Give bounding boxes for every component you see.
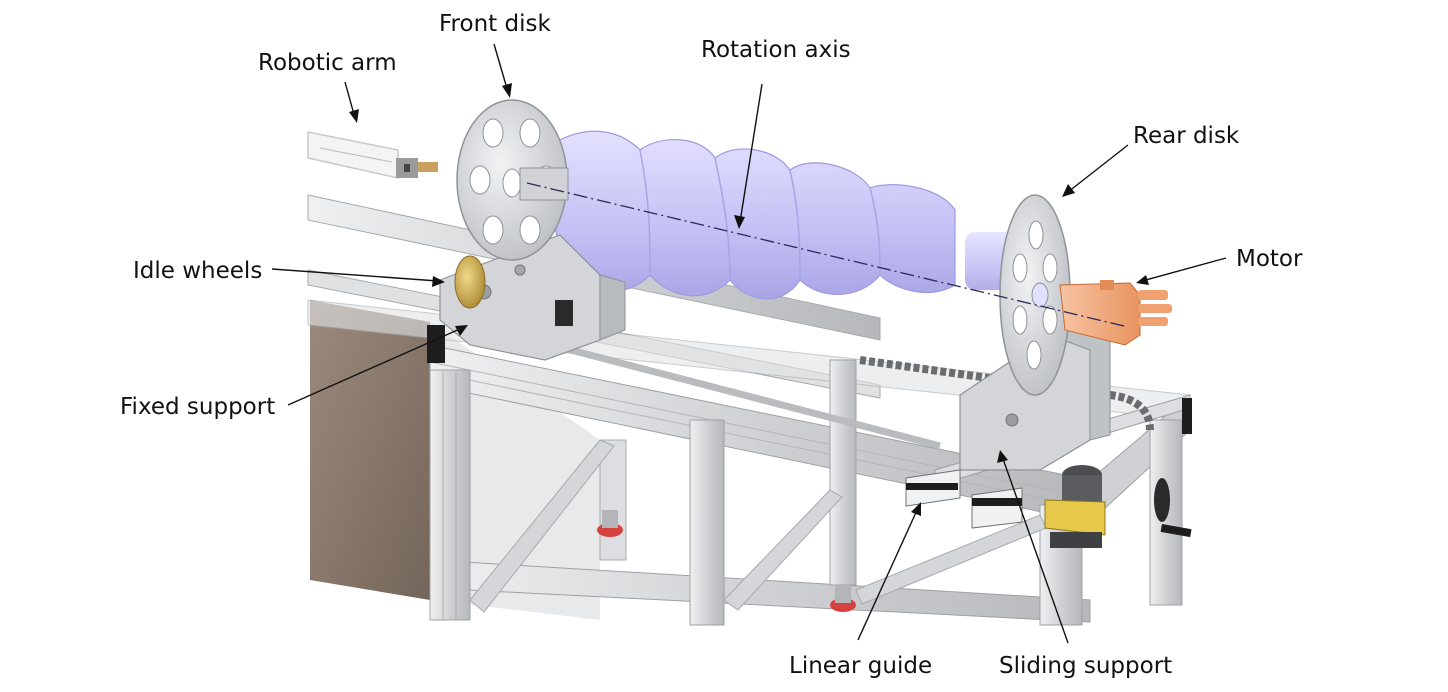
arrowhead-fixed-support xyxy=(455,325,468,336)
front-disk-graphic xyxy=(456,99,569,261)
leader-linear-guide xyxy=(857,507,919,641)
label-linear-guide: Linear guide xyxy=(789,653,932,679)
arrowhead-idle-wheels xyxy=(432,276,445,287)
label-rear-disk: Rear disk xyxy=(1133,123,1240,149)
safety-sensor-graphic xyxy=(1044,465,1106,548)
leader-fixed-support xyxy=(287,327,463,406)
leader-motor xyxy=(1141,257,1227,282)
label-front-disk: Front disk xyxy=(439,11,551,37)
rear-disk-graphic xyxy=(999,194,1071,396)
leader-idle-wheels xyxy=(271,268,439,282)
label-rotation-axis: Rotation axis xyxy=(701,37,851,63)
label-sliding-support: Sliding support xyxy=(999,653,1172,679)
label-fixed-support: Fixed support xyxy=(120,394,275,420)
frame-legs xyxy=(429,359,1183,626)
label-robotic-arm: Robotic arm xyxy=(258,50,397,76)
callout-labels: Robotic arm Front disk Rotation axis Rea… xyxy=(120,11,1303,679)
leader-lines xyxy=(271,43,1227,644)
leader-sliding-support xyxy=(1001,455,1069,644)
leader-rear-disk xyxy=(1067,144,1129,193)
workpiece-part xyxy=(554,130,1025,300)
arrowhead-linear-guide xyxy=(911,502,921,516)
leader-front-disk xyxy=(493,43,509,93)
motor-graphic xyxy=(1059,280,1172,346)
leader-rotation-axis xyxy=(739,83,763,223)
rotation-axis-line xyxy=(526,182,1129,328)
machine-illustration xyxy=(307,99,1192,626)
arrowhead-motor xyxy=(1136,275,1149,285)
arrowhead-rear-disk xyxy=(1062,184,1075,197)
label-idle-wheels: Idle wheels xyxy=(133,258,262,284)
robotic-arm-graphic xyxy=(307,131,438,179)
arrowhead-sliding-support xyxy=(997,450,1008,463)
connecting-rod xyxy=(539,338,941,450)
frame-feet xyxy=(597,510,856,612)
label-motor: Motor xyxy=(1236,246,1303,272)
arrowhead-rotation-axis xyxy=(734,215,745,229)
handwheel-graphic xyxy=(1154,398,1192,538)
arrowhead-front-disk xyxy=(502,83,512,98)
back-panel xyxy=(310,300,600,620)
linear-guide-graphic xyxy=(905,469,1023,529)
arrowhead-robotic-arm xyxy=(349,109,359,123)
